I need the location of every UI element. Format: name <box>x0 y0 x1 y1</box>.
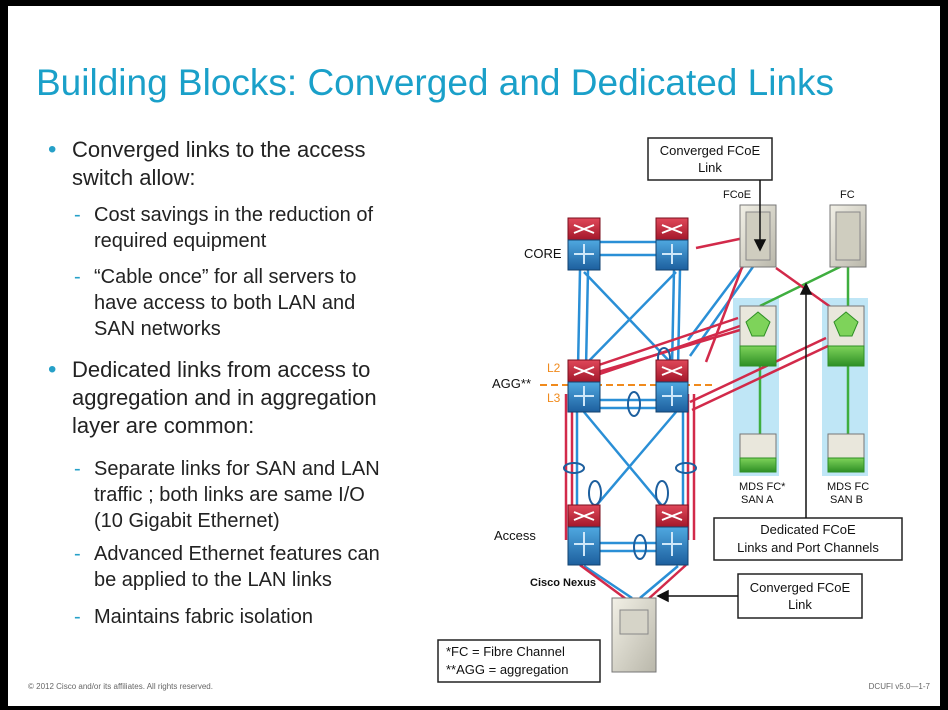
mds-san-a-edge-switch <box>739 433 777 473</box>
bullet-2-line-3: layer are common: <box>72 413 255 438</box>
callout-bottom-line-1: Converged FCoE <box>750 580 851 595</box>
fc-label: FC <box>840 189 855 201</box>
core-switch-right <box>655 217 689 271</box>
bullet-2-line-2: aggregation and in aggregation <box>72 385 377 410</box>
nexus-label: Cisco Nexus <box>530 577 596 589</box>
access-label: Access <box>494 528 536 543</box>
mds-a-label-1: MDS FC* <box>739 481 786 493</box>
footer-course-id: DCUFI v5.0—1-7 <box>868 682 930 691</box>
subbullet-3-line-3: (10 Gigabit Ethernet) <box>94 510 280 532</box>
access-switch-left <box>567 504 601 566</box>
bullet-1-line-2: switch allow: <box>72 165 196 190</box>
callout-mid-line-2: Links and Port Channels <box>737 540 879 555</box>
subbullet-2-line-1: “Cable once” for all servers to <box>94 266 357 288</box>
mds-a-label-2: SAN A <box>741 494 774 506</box>
subbullet-1-line-2: required equipment <box>94 230 267 252</box>
agg-switch-right <box>655 359 689 413</box>
dash-icon: - <box>74 204 81 226</box>
callout-bottom: Converged FCoE Link <box>737 573 863 619</box>
subbullet-5: - Maintains fabric isolation <box>74 604 313 630</box>
legend-line-2: **AGG = aggregation <box>446 662 569 677</box>
callout-top-line-2: Link <box>698 160 722 175</box>
bullet-1: • Converged links to the access switch a… <box>48 136 366 192</box>
callout-arrows <box>656 180 813 603</box>
server <box>611 597 657 673</box>
agg-label: AGG** <box>492 376 531 391</box>
core-label: CORE <box>524 246 562 261</box>
bullet-1-line-1: Converged links to the access <box>72 137 366 162</box>
fc-storage-array <box>829 204 867 268</box>
bullet-dot-icon: • <box>48 136 57 163</box>
subbullet-4: - Advanced Ethernet features can be appl… <box>74 541 380 593</box>
l2-label: L2 <box>547 361 561 375</box>
mds-b-label-2: SAN B <box>830 494 863 506</box>
dash-icon: - <box>74 458 81 480</box>
dash-icon: - <box>74 606 81 628</box>
subbullet-2-line-2: have access to both LAN and <box>94 292 356 314</box>
fcoe-label: FCoE <box>723 189 751 201</box>
core-switch-left <box>567 217 601 271</box>
agg-switch-left <box>567 359 601 413</box>
callout-top: Converged FCoE Link <box>647 137 773 181</box>
mds-san-a-core-switch <box>739 305 777 367</box>
fcoe-storage-array <box>739 204 777 268</box>
subbullet-3-line-1: Separate links for SAN and LAN <box>94 458 380 480</box>
subbullet-3: - Separate links for SAN and LAN traffic… <box>74 456 380 534</box>
callout-bottom-line-2: Link <box>788 597 812 612</box>
callout-mid: Dedicated FCoE Links and Port Channels <box>713 517 903 561</box>
subbullet-5-line-1: Maintains fabric isolation <box>94 606 313 628</box>
dash-icon: - <box>74 543 81 565</box>
subbullet-3-line-2: traffic ; both links are same I/O <box>94 484 365 506</box>
legend-box: *FC = Fibre Channel **AGG = aggregation <box>437 639 601 683</box>
slide-title: Building Blocks: Converged and Dedicated… <box>36 62 835 103</box>
access-switch-right <box>655 504 689 566</box>
bullet-dot-icon: • <box>48 356 57 383</box>
subbullet-2: - “Cable once” for all servers to have a… <box>74 264 357 342</box>
footer-copyright: © 2012 Cisco and/or its affiliates. All … <box>28 682 213 691</box>
bullet-2-line-1: Dedicated links from access to <box>72 357 371 382</box>
subbullet-4-line-1: Advanced Ethernet features can <box>94 543 380 565</box>
subbullet-1: - Cost savings in the reduction of requi… <box>74 202 374 254</box>
callout-mid-line-1: Dedicated FCoE <box>760 522 856 537</box>
subbullet-4-line-2: be applied to the LAN links <box>94 569 332 591</box>
mds-b-label-1: MDS FC <box>827 481 869 493</box>
subbullet-2-line-3: SAN networks <box>94 318 221 340</box>
dash-icon: - <box>74 266 81 288</box>
mds-san-b-edge-switch <box>827 433 865 473</box>
legend-line-1: *FC = Fibre Channel <box>446 644 565 659</box>
l3-label: L3 <box>547 391 561 405</box>
mds-san-b-core-switch <box>827 305 865 367</box>
callout-top-line-1: Converged FCoE <box>660 143 761 158</box>
bullet-2: • Dedicated links from access to aggrega… <box>48 356 377 440</box>
subbullet-1-line-1: Cost savings in the reduction of <box>94 204 374 226</box>
